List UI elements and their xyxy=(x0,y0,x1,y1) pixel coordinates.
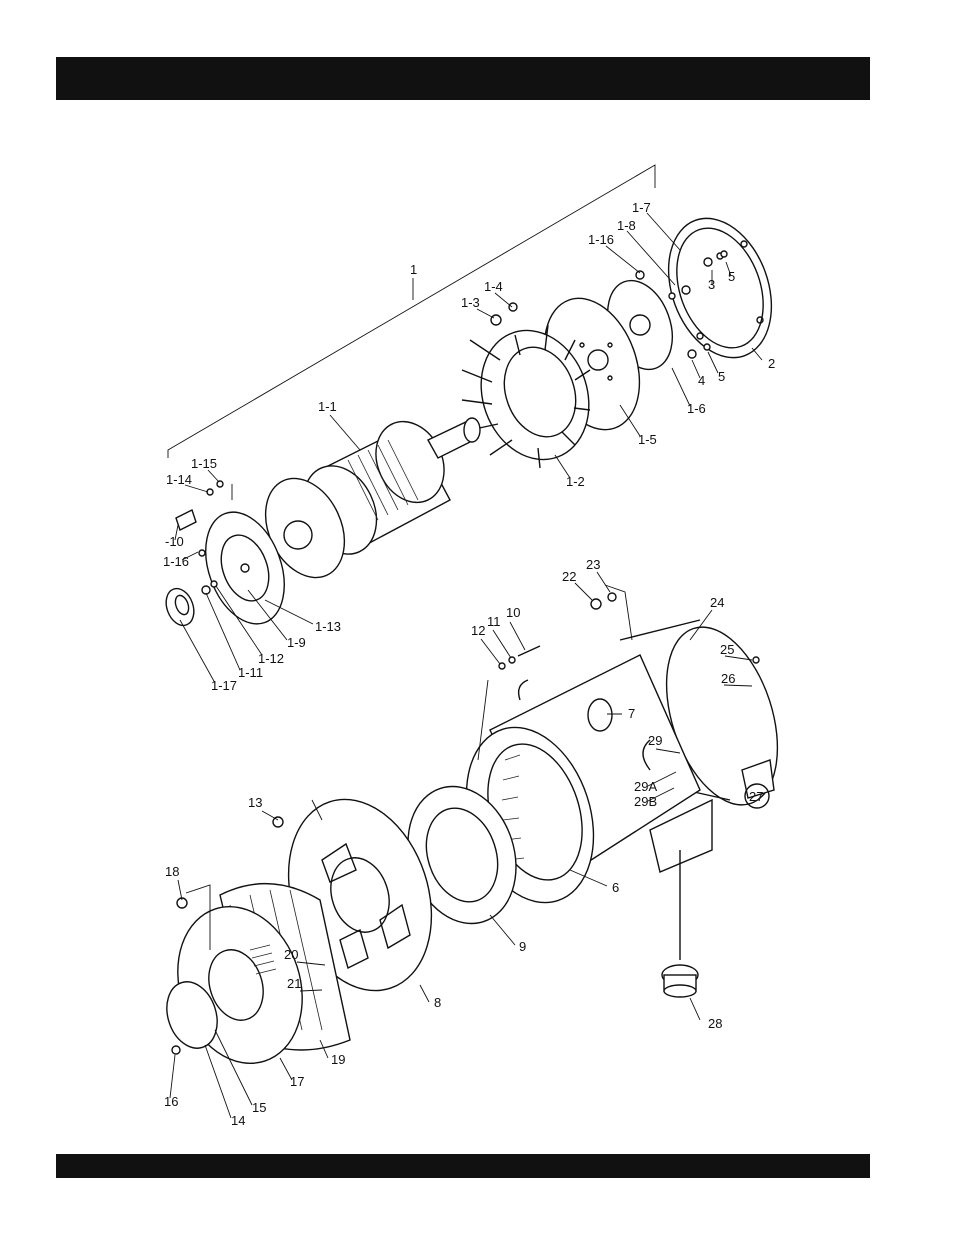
part-number-label: 1-9 xyxy=(287,635,306,650)
part-number-label: 18 xyxy=(165,864,179,879)
part-number-label: 14 xyxy=(231,1113,245,1128)
part-number-label: 1-16 xyxy=(588,232,614,247)
vibration-mount xyxy=(662,850,698,997)
part-number-label: 1 xyxy=(410,262,417,277)
part-number-label: 2 xyxy=(768,356,775,371)
part-number-label: 17 xyxy=(290,1074,304,1089)
part-number-label: 28 xyxy=(708,1016,722,1031)
part-number-label: 26 xyxy=(721,671,735,686)
part-number-label: 4 xyxy=(698,373,705,388)
part-number-label: 21 xyxy=(287,976,301,991)
rotor xyxy=(250,410,480,590)
part-number-label: 1-14 xyxy=(166,472,192,487)
part-number-label: 10 xyxy=(506,605,520,620)
part-number-label: 6 xyxy=(612,880,619,895)
part-number-label: 7 xyxy=(628,706,635,721)
part-number-label: 13 xyxy=(248,795,262,810)
part-number-label: 1-15 xyxy=(191,456,217,471)
part-number-label: 22 xyxy=(562,569,576,584)
part-number-label: 1-8 xyxy=(617,218,636,233)
part-number-label: 19 xyxy=(331,1052,345,1067)
part-number-label: 3 xyxy=(708,277,715,292)
part-number-label: 29 xyxy=(648,733,662,748)
part-number-label: 1-7 xyxy=(632,200,651,215)
part-number-label: 27 xyxy=(749,789,763,804)
part-number-label: 5 xyxy=(728,269,735,284)
part-number-label: 20 xyxy=(284,947,298,962)
part-number-label: 24 xyxy=(710,595,724,610)
part-number-label: 1-11 xyxy=(238,665,263,680)
part-number-label: 12 xyxy=(471,623,485,638)
part-number-label: -10 xyxy=(165,534,184,549)
part-number-label: 1-5 xyxy=(638,432,657,447)
part-number-label: 23 xyxy=(586,557,600,572)
part-number-label: 1-3 xyxy=(461,295,480,310)
part-number-label: 1-2 xyxy=(566,474,585,489)
bearing xyxy=(161,585,198,630)
part-number-label: 1-16 xyxy=(163,554,189,569)
part-number-label: 29A xyxy=(634,779,657,794)
part-number-label: 1-1 xyxy=(318,399,337,414)
part-number-label: 15 xyxy=(252,1100,266,1115)
part-number-label: 16 xyxy=(164,1094,178,1109)
part-number-label: 1-13 xyxy=(315,619,341,634)
part-number-label: 5 xyxy=(718,369,725,384)
part-number-label: 1-4 xyxy=(484,279,503,294)
rectifier-block xyxy=(176,510,196,530)
part-number-label: 1-6 xyxy=(687,401,706,416)
part-number-label: 29B xyxy=(634,794,657,809)
part-number-label: 1-17 xyxy=(211,678,237,693)
part-number-label: 11 xyxy=(487,614,501,629)
part-number-label: 8 xyxy=(434,995,441,1010)
part-number-label: 1-12 xyxy=(258,651,284,666)
part-number-label: 9 xyxy=(519,939,526,954)
part-number-label: 25 xyxy=(720,642,734,657)
